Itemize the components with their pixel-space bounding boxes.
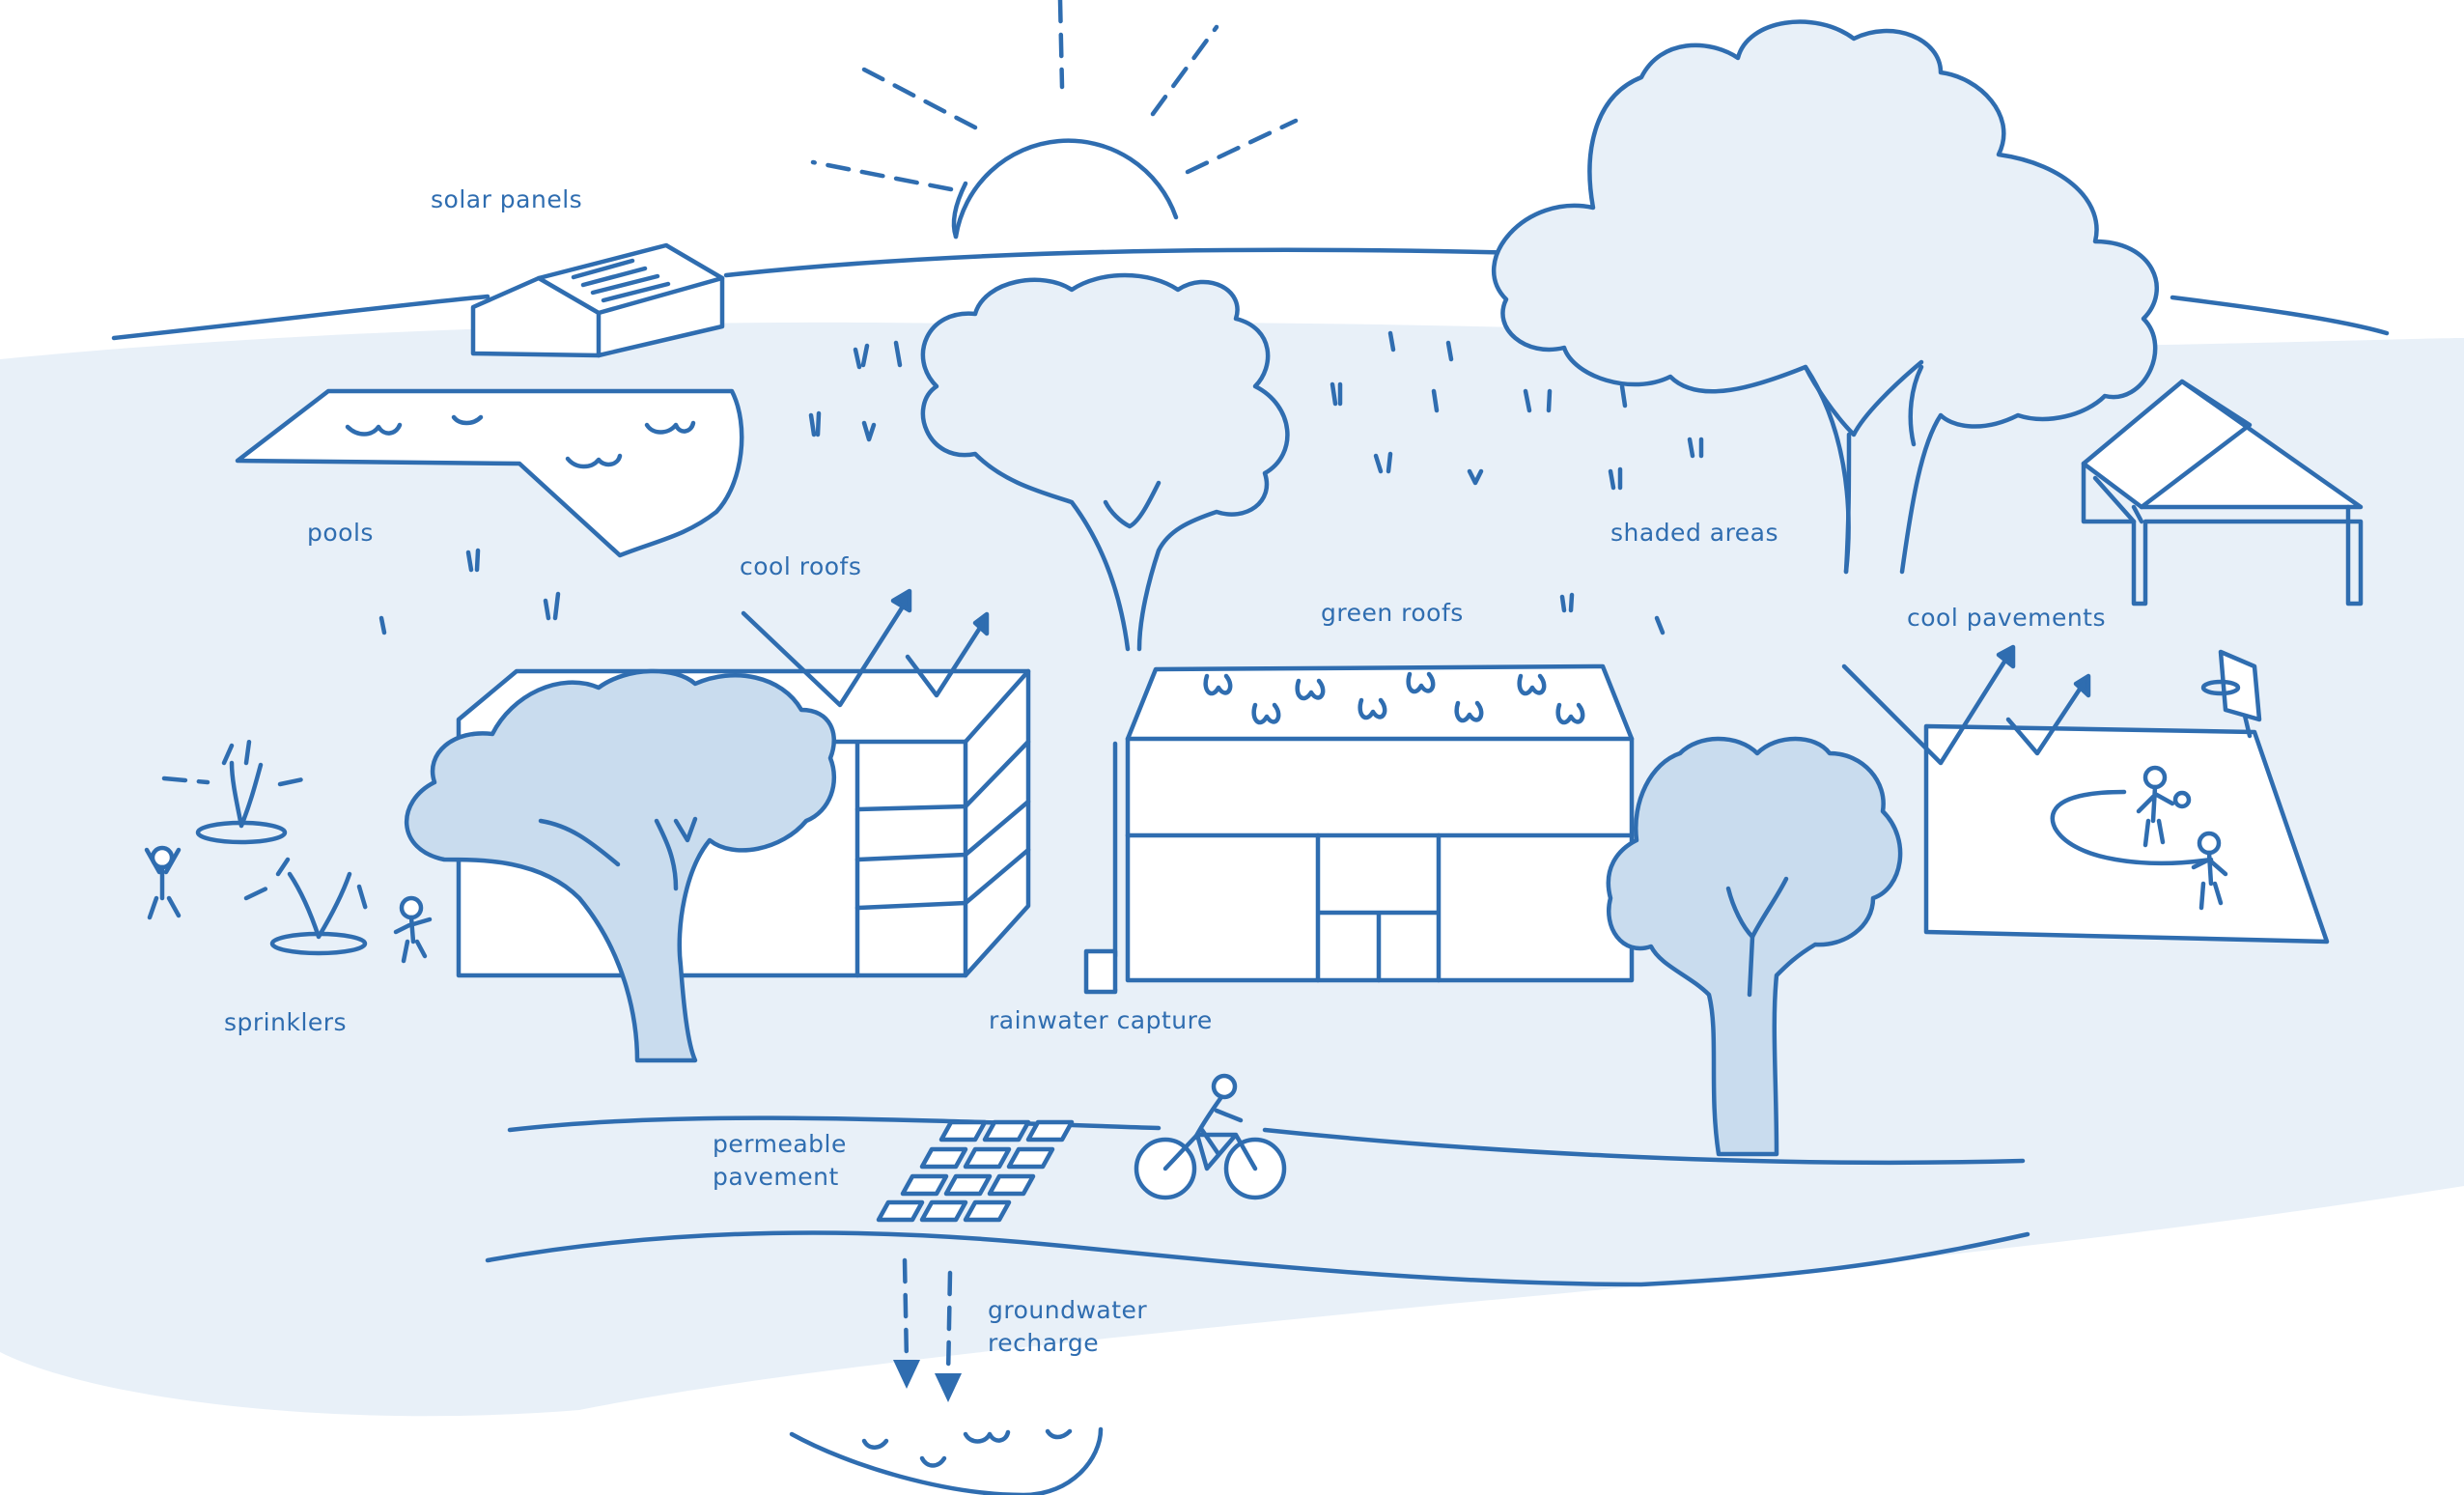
label-permeable-pavement-line1: permeable <box>713 1130 847 1158</box>
plant-icon <box>1203 671 1585 725</box>
person-icon <box>144 845 433 964</box>
road-edge-top-right <box>1262 1127 2026 1166</box>
label-permeable-pavement-line2: pavement <box>713 1163 839 1191</box>
cyclist-icon <box>1134 1073 1287 1200</box>
horizon-line-center <box>723 247 1530 278</box>
heat-reflection-arrow-icon <box>741 588 990 708</box>
label-permeable-pavement: permeable pavement <box>713 1128 847 1194</box>
aquifer-icon <box>789 1426 1104 1495</box>
tree-icon <box>404 668 836 1063</box>
label-solar-panels: solar panels <box>431 185 583 213</box>
label-cool-pavements: cool pavements <box>1907 604 2106 632</box>
solar-panel-icon <box>470 242 725 358</box>
label-sprinklers: sprinklers <box>224 1008 348 1036</box>
road-edge-bottom <box>485 1230 2030 1287</box>
pool-icon <box>235 388 744 558</box>
label-groundwater-recharge-line1: groundwater <box>988 1296 1148 1324</box>
horizon-line-right <box>2170 295 2390 336</box>
tree-icon <box>1606 736 1903 1157</box>
basketball-court-icon <box>1841 644 2330 945</box>
grass-icon <box>378 330 1704 635</box>
sprinkler-icon <box>161 739 370 956</box>
label-rainwater-capture: rainwater capture <box>989 1006 1213 1034</box>
label-groundwater-recharge-line2: recharge <box>988 1329 1100 1357</box>
label-groundwater-recharge: groundwater recharge <box>988 1294 1147 1360</box>
person-icon <box>2136 765 2228 911</box>
label-pools: pools <box>307 519 374 547</box>
tree-icon <box>920 272 1290 652</box>
downward-arrow-icon <box>893 1257 962 1402</box>
permeable-pavement-icon <box>876 1119 1075 1223</box>
tree-icon <box>1492 19 2160 575</box>
label-cool-roofs: cool roofs <box>740 552 862 580</box>
building-icon <box>1083 663 1635 995</box>
label-shaded-areas: shaded areas <box>1610 519 1779 547</box>
horizon-line-left <box>111 294 490 341</box>
label-green-roofs: green roofs <box>1321 599 1464 627</box>
pavilion-icon <box>2081 379 2364 606</box>
sun-icon <box>810 0 1299 240</box>
